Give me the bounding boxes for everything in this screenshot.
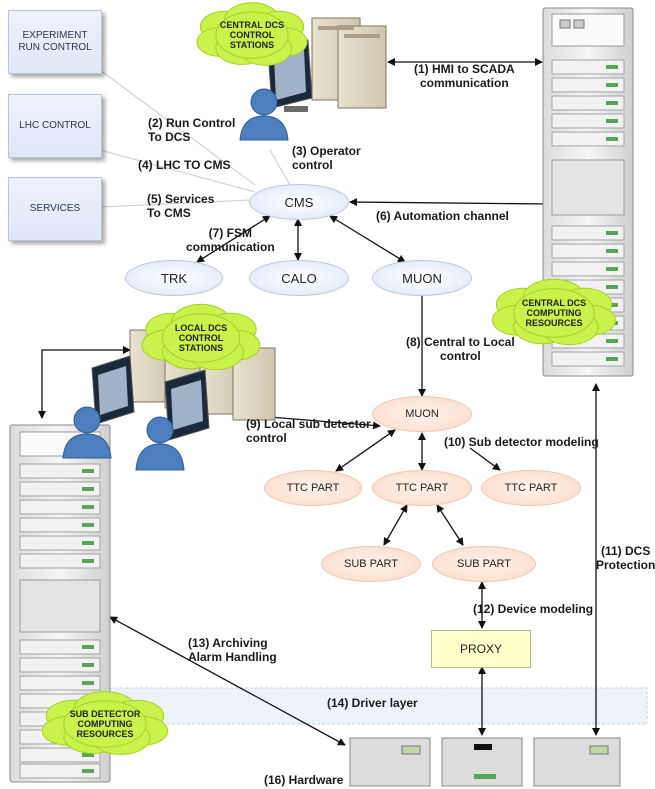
run-control-dcs-label: (2) Run Control To DCS	[148, 116, 236, 144]
calo-node: CALO	[249, 260, 349, 296]
sub-part-right-node: SUB PART	[432, 546, 536, 582]
operator-control-label: (3) Operator control	[292, 144, 361, 172]
central-operator-icon	[239, 88, 289, 141]
central-stations-cloud-label: CENTRAL DCS CONTROL STATIONS	[219, 20, 285, 50]
dcs-protection-label: (11) DCS Protection	[596, 544, 655, 572]
services-box: SERVICES	[8, 177, 102, 241]
hardware-label: (16) Hardware	[264, 773, 344, 787]
cms-muon-arrow	[329, 215, 406, 263]
lhc-to-cms-label: (4) LHC TO CMS	[138, 158, 231, 172]
hardware-unit-3-icon	[533, 737, 621, 787]
driver-layer-label: (14) Driver layer	[327, 696, 418, 710]
ttc-sub-left-arrow	[383, 504, 408, 546]
cms-node: CMS	[249, 184, 349, 220]
local-operator-icons	[62, 406, 185, 471]
cms-trk-arrow	[196, 215, 271, 263]
experiment-run-control-label: EXPERIMENT RUN CONTROL	[18, 30, 92, 53]
hmi-scada-label: (1) HMI to SCADA communication	[414, 62, 515, 90]
central-computing-cloud-icon	[492, 278, 616, 346]
ttc-sub-right-arrow	[436, 504, 464, 546]
ttc-part-right-node: TTC PART	[481, 470, 581, 506]
local-stations-cloud-icon	[141, 303, 261, 371]
ttc-part-left-node: TTC PART	[264, 470, 362, 506]
central-to-local-label: (8) Central to Local control	[406, 335, 515, 363]
lhc-control-label: LHC CONTROL	[19, 120, 91, 131]
lhc-control-line	[99, 149, 256, 193]
experiment-run-control-box: EXPERIMENT RUN CONTROL	[8, 10, 102, 74]
sub-part-left-node: SUB PART	[321, 546, 421, 582]
operator-line	[269, 149, 291, 186]
station-rack-elbow-arrow	[38, 346, 131, 419]
archiving-alarm-label: (13) Archiving Alarm Handling	[188, 636, 277, 664]
sub-computing-cloud-label: SUB DETECTOR COMPUTING RESOURCES	[69, 709, 141, 739]
proxy-node: PROXY	[431, 630, 531, 668]
trk-node: TRK	[125, 260, 223, 296]
automation-arrow	[349, 198, 551, 208]
automation-channel-label: (6) Automation channel	[376, 209, 509, 223]
sub-detector-modeling-label: (10) Sub detector modeling	[444, 435, 599, 449]
run-control-line	[99, 69, 256, 186]
local-workstation-icon	[91, 329, 276, 441]
muon-ttc-right-arrow	[469, 447, 501, 471]
fsm-communication-label: (7) FSM communication	[186, 226, 275, 254]
device-modeling-label: (12) Device modeling	[473, 602, 594, 616]
hardware-unit-1-icon	[349, 737, 431, 787]
lhc-control-box: LHC CONTROL	[8, 94, 102, 158]
local-sub-detector-control-label: (9) Local sub detector control	[246, 417, 371, 445]
ttc-part-mid-node: TTC PART	[372, 470, 472, 506]
muon-ttc-left-arrow	[335, 429, 396, 472]
central-stations-cloud-icon	[196, 2, 308, 66]
hardware-unit-2-icon	[441, 737, 523, 787]
muon-central-node: MUON	[372, 260, 472, 296]
local-stations-cloud-label: LOCAL DCS CONTROL STATIONS	[174, 323, 228, 353]
services-line	[99, 199, 251, 208]
services-to-cms-label: (5) Services To CMS	[147, 192, 215, 220]
sub-computing-cloud-icon	[41, 691, 169, 755]
archiving-arrow	[109, 616, 346, 746]
services-label: SERVICES	[29, 203, 81, 214]
muon-local-node: MUON	[372, 396, 472, 432]
central-computing-cloud-label: CENTRAL DCS COMPUTING RESOURCES	[521, 298, 587, 328]
